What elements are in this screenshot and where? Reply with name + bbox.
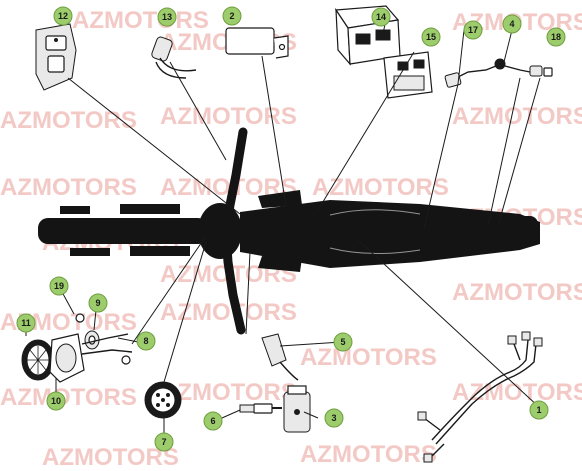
callout-label: 4 bbox=[509, 19, 514, 29]
callout-label: 9 bbox=[95, 298, 100, 308]
callout-19: 19 bbox=[49, 276, 69, 296]
watermark: AZMOTORS bbox=[160, 103, 297, 130]
callout-8: 8 bbox=[136, 331, 156, 351]
callout-label: 11 bbox=[21, 318, 31, 328]
part-1-wiring-harness bbox=[417, 331, 543, 463]
callout-12: 12 bbox=[53, 6, 73, 26]
callout-18: 18 bbox=[546, 27, 566, 47]
callout-15: 15 bbox=[421, 27, 441, 47]
watermark: AZMOTORS bbox=[160, 299, 297, 326]
callout-label: 19 bbox=[54, 281, 64, 291]
handlebar bbox=[221, 127, 248, 335]
callout-10: 10 bbox=[46, 391, 66, 411]
rear-wheel bbox=[420, 216, 538, 246]
watermark: AZMOTORS bbox=[160, 379, 297, 406]
callout-5: 5 bbox=[333, 332, 353, 352]
motorcycle-silhouette bbox=[38, 127, 540, 335]
callout-11: 11 bbox=[16, 313, 36, 333]
callout-3: 3 bbox=[324, 408, 344, 428]
leader-lines bbox=[25, 19, 541, 434]
callout-label: 1 bbox=[536, 405, 541, 415]
watermark: AZMOTORS bbox=[300, 441, 437, 468]
front-wheel bbox=[38, 218, 208, 244]
callout-9: 9 bbox=[88, 293, 108, 313]
watermark: AZMOTORS bbox=[452, 279, 582, 306]
watermark: AZMOTORS bbox=[72, 7, 209, 34]
part-2-relay bbox=[225, 27, 289, 59]
part-17-connector bbox=[444, 65, 497, 88]
callout-14: 14 bbox=[371, 7, 391, 27]
callout-label: 18 bbox=[551, 32, 561, 42]
callout-label: 3 bbox=[331, 413, 336, 423]
callout-4: 4 bbox=[502, 14, 522, 34]
callout-label: 13 bbox=[162, 12, 172, 22]
part-3-coil bbox=[283, 385, 311, 433]
part-18-plug bbox=[529, 65, 553, 77]
part-14-battery-box bbox=[334, 5, 401, 66]
callout-13: 13 bbox=[157, 7, 177, 27]
part-10-housing bbox=[49, 333, 133, 383]
watermark: AZMOTORS bbox=[300, 344, 437, 371]
part-15-battery bbox=[383, 51, 433, 99]
part-19-nut bbox=[75, 313, 85, 323]
part-12-module bbox=[35, 23, 77, 91]
callout-label: 14 bbox=[376, 12, 386, 22]
callout-label: 6 bbox=[210, 416, 215, 426]
callout-label: 8 bbox=[143, 336, 148, 346]
callout-7: 7 bbox=[154, 432, 174, 452]
watermark: AZMOTORS bbox=[452, 103, 582, 130]
part-11-headlight bbox=[21, 339, 55, 381]
part-7-horn bbox=[144, 381, 182, 419]
callout-label: 10 bbox=[51, 396, 61, 406]
watermark: AZMOTORS bbox=[312, 174, 449, 201]
callout-2: 2 bbox=[222, 6, 242, 26]
watermark: AZMOTORS bbox=[452, 379, 582, 406]
callout-label: 2 bbox=[229, 11, 234, 21]
callout-17: 17 bbox=[463, 20, 483, 40]
watermark: AZMOTORS bbox=[0, 107, 137, 134]
callout-label: 12 bbox=[58, 11, 68, 21]
watermark: AZMOTORS bbox=[0, 174, 137, 201]
part-6-spark-plug bbox=[239, 403, 282, 414]
watermark: AZMOTORS bbox=[0, 384, 137, 411]
watermark: AZMOTORS bbox=[42, 444, 179, 471]
callout-1: 1 bbox=[529, 400, 549, 420]
callout-label: 17 bbox=[468, 25, 478, 35]
callout-6: 6 bbox=[203, 411, 223, 431]
callout-label: 7 bbox=[161, 437, 166, 447]
part-4-fuse bbox=[494, 58, 531, 73]
callout-label: 5 bbox=[340, 337, 345, 347]
part-5-plug-cap bbox=[261, 333, 299, 381]
callout-label: 15 bbox=[426, 32, 436, 42]
